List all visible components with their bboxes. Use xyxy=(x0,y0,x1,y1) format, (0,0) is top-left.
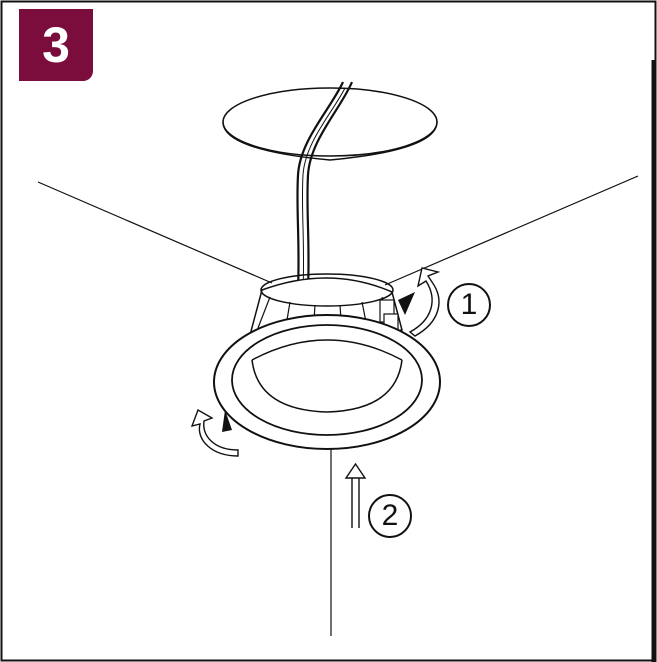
junction-disc xyxy=(222,87,438,161)
ceiling-line-left xyxy=(37,181,273,284)
callout-2: 2 xyxy=(368,494,412,538)
trim-ring xyxy=(213,314,441,450)
rotate-arrow-left-icon xyxy=(190,408,239,457)
spring-clip-right xyxy=(398,292,415,315)
push-up-arrow-icon xyxy=(344,462,367,528)
ceiling-line-right xyxy=(384,175,639,286)
rotate-arrow-right-icon xyxy=(408,267,441,337)
callout-1: 1 xyxy=(447,283,491,327)
power-cable xyxy=(296,81,354,291)
spring-clip-left xyxy=(222,410,232,432)
step-number-badge: 3 xyxy=(19,9,93,81)
